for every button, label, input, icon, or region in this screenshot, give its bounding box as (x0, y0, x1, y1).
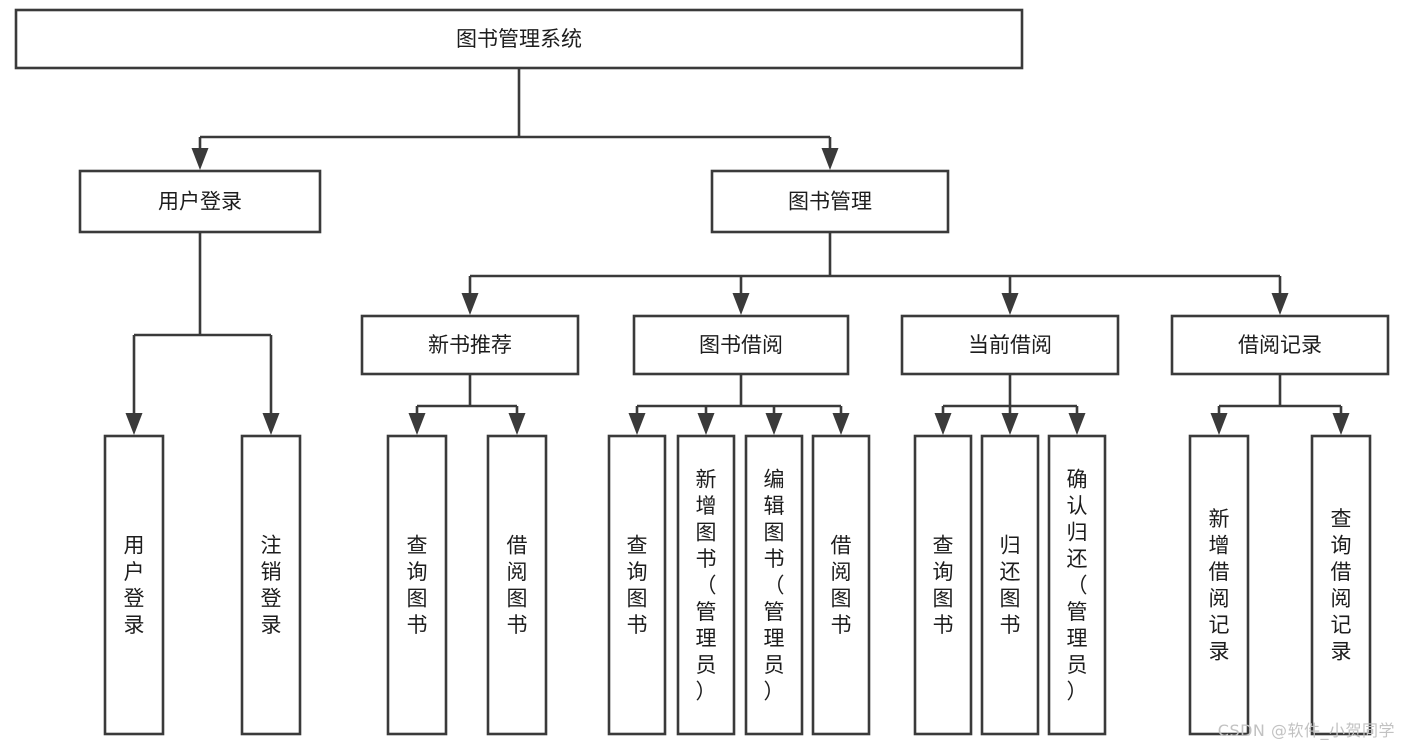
node-f-bo-query[interactable]: 查询图书 (607, 434, 667, 736)
arrow-head-icon (1332, 413, 1350, 435)
node-label: 新增借阅记录 (1209, 507, 1230, 664)
node-box (913, 434, 973, 736)
arrow-head-icon (262, 413, 280, 435)
node-box (486, 434, 548, 736)
node-bookmgmt[interactable]: 图书管理 (710, 169, 950, 234)
node-label: 用户登录 (158, 190, 242, 214)
node-current[interactable]: 当前借阅 (900, 314, 1120, 376)
arrow-head-icon (125, 413, 143, 435)
connector-group-bookmgmt (461, 232, 1289, 315)
node-label: 借阅图书 (507, 534, 528, 638)
node-label: 当前借阅 (968, 333, 1052, 357)
node-box (386, 434, 448, 736)
arrow-head-icon (408, 413, 426, 435)
arrow-head-icon (832, 413, 850, 435)
node-newbook[interactable]: 新书推荐 (360, 314, 580, 376)
arrow-head-icon (934, 413, 952, 435)
node-f-cu-query[interactable]: 查询图书 (913, 434, 973, 736)
node-box (1047, 434, 1107, 736)
arrow-head-icon (628, 413, 646, 435)
node-f-bo-add[interactable]: 新增图书（管理员） (676, 434, 736, 736)
arrow-head-icon (697, 413, 715, 435)
node-label: 查询图书 (407, 534, 428, 638)
node-layer: 图书管理系统用户登录图书管理新书推荐图书借阅当前借阅借阅记录用户登录注销登录查询… (14, 8, 1390, 736)
node-label: 查询借阅记录 (1331, 507, 1352, 664)
arrow-head-icon (461, 293, 479, 315)
node-label: 归还图书 (1000, 534, 1021, 638)
connector-group-borrow (628, 374, 850, 435)
node-box (607, 434, 667, 736)
arrow-head-icon (508, 413, 526, 435)
arrow-head-icon (1271, 293, 1289, 315)
node-label: 查询图书 (933, 534, 954, 638)
node-box (1170, 314, 1390, 376)
node-records[interactable]: 借阅记录 (1170, 314, 1390, 376)
connector-group-current (934, 374, 1086, 435)
node-box (900, 314, 1120, 376)
node-label: 新增图书（管理员） (696, 467, 717, 703)
node-box (980, 434, 1040, 736)
arrow-head-icon (1068, 413, 1086, 435)
node-label: 借阅记录 (1238, 333, 1322, 357)
node-label: 编辑图书（管理员） (764, 467, 785, 703)
node-box (1310, 434, 1372, 736)
node-box (78, 169, 322, 234)
node-f-re-add[interactable]: 新增借阅记录 (1188, 434, 1250, 736)
node-borrow[interactable]: 图书借阅 (632, 314, 850, 376)
node-label: 借阅图书 (831, 534, 852, 638)
arrow-head-icon (732, 293, 750, 315)
node-box (14, 8, 1024, 70)
node-box (1188, 434, 1250, 736)
node-label: 新书推荐 (428, 333, 512, 357)
node-root[interactable]: 图书管理系统 (14, 8, 1024, 70)
node-label: 确认归还（管理员） (1067, 467, 1088, 703)
arrow-head-icon (821, 148, 839, 170)
connector-group-login (125, 232, 280, 435)
node-box (103, 434, 165, 736)
node-box (632, 314, 850, 376)
node-box (360, 314, 580, 376)
node-f-nb-borrow[interactable]: 借阅图书 (486, 434, 548, 736)
node-f-user-logout[interactable]: 注销登录 (240, 434, 302, 736)
node-label: 图书管理系统 (456, 27, 582, 51)
node-label: 图书借阅 (699, 333, 783, 357)
connector-layer (125, 68, 1350, 435)
arrow-head-icon (1001, 413, 1019, 435)
node-f-bo-edit[interactable]: 编辑图书（管理员） (744, 434, 804, 736)
node-label: 查询图书 (627, 534, 648, 638)
node-f-user-login[interactable]: 用户登录 (103, 434, 165, 736)
connector-group-records (1210, 374, 1350, 435)
node-f-re-query[interactable]: 查询借阅记录 (1310, 434, 1372, 736)
node-box (676, 434, 736, 736)
node-box (744, 434, 804, 736)
arrow-head-icon (1210, 413, 1228, 435)
arrow-head-icon (191, 148, 209, 170)
node-f-bo-borrow[interactable]: 借阅图书 (811, 434, 871, 736)
node-box (811, 434, 871, 736)
connector-group-newbook (408, 374, 526, 435)
arrow-head-icon (765, 413, 783, 435)
node-login[interactable]: 用户登录 (78, 169, 322, 234)
node-box (240, 434, 302, 736)
arrow-head-icon (1001, 293, 1019, 315)
node-f-nb-query[interactable]: 查询图书 (386, 434, 448, 736)
node-label: 注销登录 (261, 534, 282, 638)
node-box (710, 169, 950, 234)
node-label: 图书管理 (788, 190, 872, 214)
connector-group-root (191, 68, 839, 170)
node-label: 用户登录 (124, 534, 145, 638)
node-f-cu-confirm[interactable]: 确认归还（管理员） (1047, 434, 1107, 736)
node-f-cu-return[interactable]: 归还图书 (980, 434, 1040, 736)
